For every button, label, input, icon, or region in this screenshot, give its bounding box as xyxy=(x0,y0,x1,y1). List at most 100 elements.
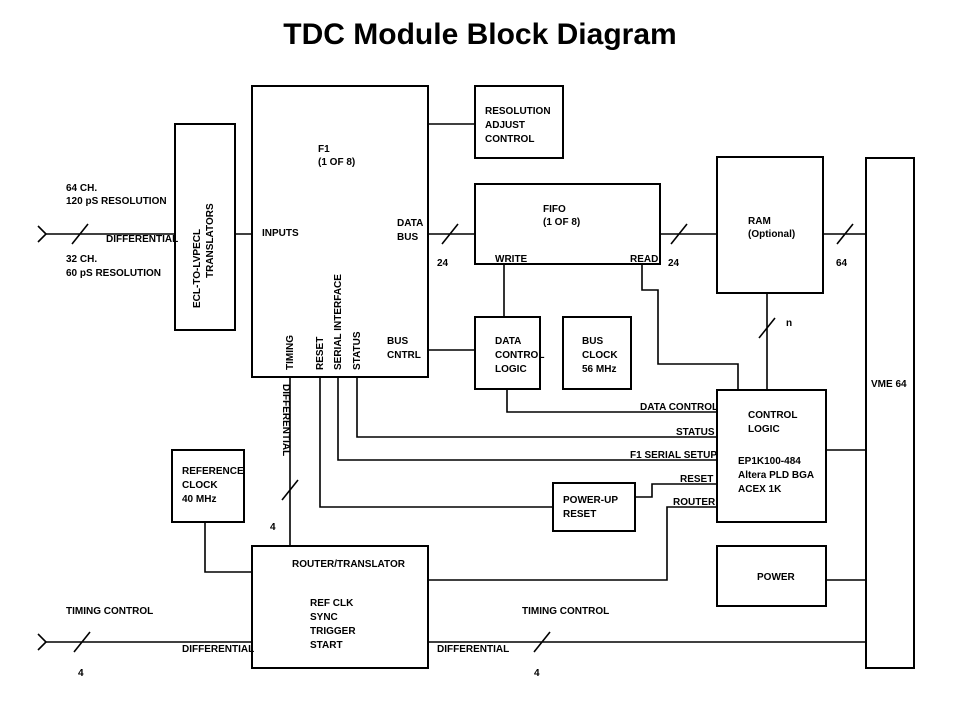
control-logic-label-5: ACEX 1K xyxy=(738,484,782,495)
fifo-read-line xyxy=(641,264,739,390)
power-up-reset-label-2: RESET xyxy=(563,509,596,520)
control-logic-label-3: EP1K100-484 xyxy=(738,456,801,467)
reference-clock-label-1: REFERENCE xyxy=(182,466,244,477)
ram-label-1: RAM xyxy=(748,216,771,227)
router-signal-sync: SYNC xyxy=(310,612,338,623)
bus24-right-slash xyxy=(670,223,688,245)
reference-clock-label-3: 40 MHz xyxy=(182,494,216,505)
resolution-adjust-block xyxy=(474,85,564,159)
power-up-reset-label-1: POWER-UP xyxy=(563,495,618,506)
bus-clock-label-1: BUS xyxy=(582,336,603,347)
connections xyxy=(37,123,866,651)
f1-label-1: F1 xyxy=(318,144,330,155)
vme-label: VME 64 xyxy=(871,379,907,390)
port-bus-cntrl-1: BUS xyxy=(387,336,408,347)
fifo-label-1: FIFO xyxy=(543,204,566,215)
translators-block xyxy=(174,123,236,331)
power-up-reset-block xyxy=(552,482,636,532)
bus24-left-label: 24 xyxy=(437,258,449,269)
reference-clock-block xyxy=(171,449,245,523)
input-differential-label: DIFFERENTIAL xyxy=(106,234,178,245)
timing-differential-label: DIFFERENTIAL xyxy=(280,384,291,456)
timing-control-left-label: TIMING CONTROL xyxy=(66,606,153,617)
reference-clock-label-2: CLOCK xyxy=(182,480,218,491)
bus4-right-slash xyxy=(533,631,551,653)
input-64-line-2: 120 pS RESOLUTION xyxy=(66,196,167,207)
control-logic-label-4: Altera PLD BGA xyxy=(738,470,814,481)
refclk-line xyxy=(204,522,252,573)
ram-label-2: (Optional) xyxy=(748,229,795,240)
vme-block xyxy=(865,157,915,669)
data-control-line xyxy=(506,389,717,413)
router-label: ROUTER xyxy=(673,497,716,508)
ram-block xyxy=(716,156,824,294)
bus64-slash xyxy=(836,223,854,245)
power-label: POWER xyxy=(757,572,796,583)
port-bus-cntrl-2: CNTRL xyxy=(387,350,421,361)
control-logic-block xyxy=(716,389,827,523)
bus4-left-slash xyxy=(73,631,91,653)
bus4-right-label: 4 xyxy=(534,668,540,679)
bus-n-slash xyxy=(758,317,776,339)
timing-in-arrow xyxy=(37,633,48,651)
router-translator-label: ROUTER/TRANSLATOR xyxy=(292,559,406,570)
router-translator-block xyxy=(251,545,429,669)
fifo-block xyxy=(474,183,661,265)
port-inputs: INPUTS xyxy=(262,228,299,239)
port-timing: TIMING xyxy=(285,335,296,370)
input-32-line-2: 60 pS RESOLUTION xyxy=(66,268,161,279)
port-reset: RESET xyxy=(315,337,326,370)
f1-block xyxy=(251,85,429,378)
bus-n-label: n xyxy=(786,318,792,329)
bus-clock-block xyxy=(562,316,632,390)
port-serial-interface: SERIAL INTERFACE xyxy=(333,274,344,370)
input-64-line-1: 64 CH. xyxy=(66,183,97,194)
resolution-label-1: RESOLUTION xyxy=(485,106,551,117)
fifo-label-2: (1 OF 8) xyxy=(543,217,580,228)
resolution-label-2: ADJUST xyxy=(485,120,525,131)
port-status: STATUS xyxy=(352,331,363,370)
router-signal-refclk: REF CLK xyxy=(310,598,354,609)
translators-label-2: TRANSLATORS xyxy=(205,203,216,278)
status-label: STATUS xyxy=(676,427,715,438)
bus-clock-label-3: 56 MHz xyxy=(582,364,616,375)
control-logic-label-1: CONTROL xyxy=(748,410,797,421)
input-slash xyxy=(71,223,89,245)
timing-slash xyxy=(281,479,299,501)
resolution-label-3: CONTROL xyxy=(485,134,534,145)
power-block xyxy=(716,545,827,607)
differential-left-label: DIFFERENTIAL xyxy=(182,644,254,655)
bus24-left-slash xyxy=(441,223,459,245)
data-control-logic-label-1: DATA xyxy=(495,336,521,347)
router-signal-trigger: TRIGGER xyxy=(310,626,356,637)
differential-right-label: DIFFERENTIAL xyxy=(437,644,509,655)
bus4-left-label: 4 xyxy=(78,668,84,679)
data-control-logic-block xyxy=(474,316,541,390)
data-control-logic-label-3: LOGIC xyxy=(495,364,527,375)
port-data-bus-1: DATA xyxy=(397,218,423,229)
bus-slashes xyxy=(71,223,854,653)
bus64-label: 64 xyxy=(836,258,848,269)
port-read: READ xyxy=(630,254,658,265)
f1-serial-setup-label: F1 SERIAL SETUP xyxy=(630,450,717,461)
f1-label-2: (1 OF 8) xyxy=(318,157,355,168)
control-reset-line xyxy=(635,483,717,498)
status-line xyxy=(356,377,717,438)
serial-setup-line xyxy=(337,377,717,461)
control-logic-label-2: LOGIC xyxy=(748,424,780,435)
bus4-timing-label: 4 xyxy=(270,522,276,533)
diagram-title: TDC Module Block Diagram xyxy=(283,18,677,51)
input-arrow xyxy=(37,225,48,243)
port-write: WRITE xyxy=(495,254,528,265)
bus-clock-label-2: CLOCK xyxy=(582,350,618,361)
bus24-right-label: 24 xyxy=(668,258,680,269)
input-32-line-1: 32 CH. xyxy=(66,254,97,265)
router-line xyxy=(428,506,717,581)
port-data-bus-2: BUS xyxy=(397,232,418,243)
data-control-logic-label-2: CONTROL xyxy=(495,350,544,361)
router-signal-start: START xyxy=(310,640,343,651)
reset-label: RESET xyxy=(680,474,713,485)
translators-label-1: ECL-TO-LVPECL xyxy=(192,229,203,308)
data-control-label: DATA CONTROL xyxy=(640,402,718,413)
